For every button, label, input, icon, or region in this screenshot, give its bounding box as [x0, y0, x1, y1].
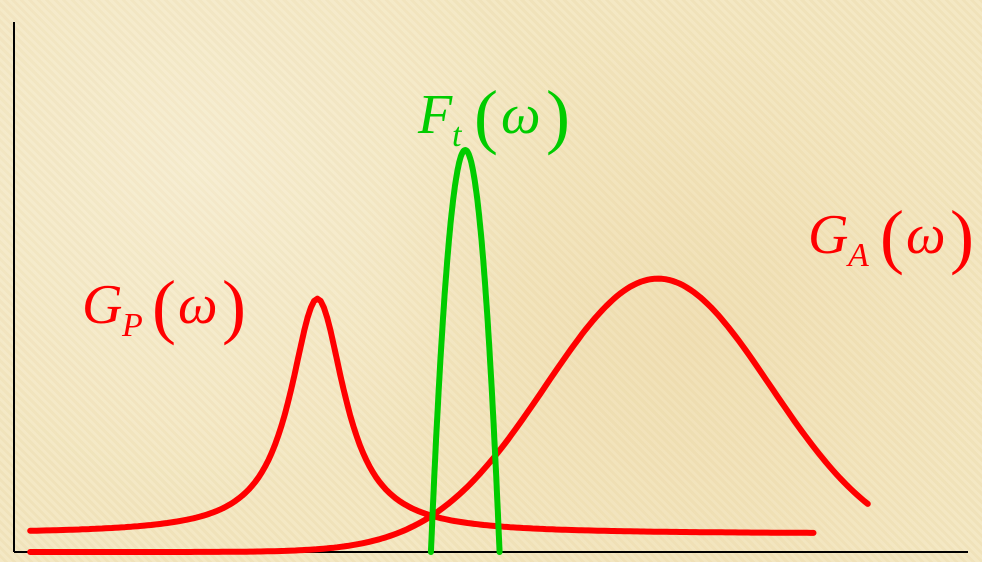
ga-label-sub: A [846, 237, 869, 274]
ft-label-close-paren: ) [546, 76, 570, 156]
gp-label-close-paren: ) [222, 266, 246, 346]
ft-label-arg: ω [501, 84, 541, 146]
gp-curve [27, 295, 817, 536]
ga-label-open-paren: ( [880, 196, 904, 276]
ft-label-sub: t [452, 117, 463, 154]
ft-curve [427, 147, 503, 555]
gp-label-open-paren: ( [152, 266, 176, 346]
ft-label: F t ( ω ) [417, 76, 570, 156]
gp-label-main: G [82, 274, 122, 336]
gp-label: G P ( ω ) [82, 266, 246, 346]
ga-label: G A ( ω ) [808, 196, 974, 276]
ft-label-main: F [417, 84, 453, 146]
gp-label-sub: P [121, 307, 143, 344]
ft-label-open-paren: ( [474, 76, 498, 156]
gp-label-arg: ω [178, 274, 218, 336]
ga-label-close-paren: ) [950, 196, 974, 276]
ga-label-main: G [808, 204, 848, 266]
ga-curve [27, 275, 871, 555]
ga-label-arg: ω [906, 204, 946, 266]
